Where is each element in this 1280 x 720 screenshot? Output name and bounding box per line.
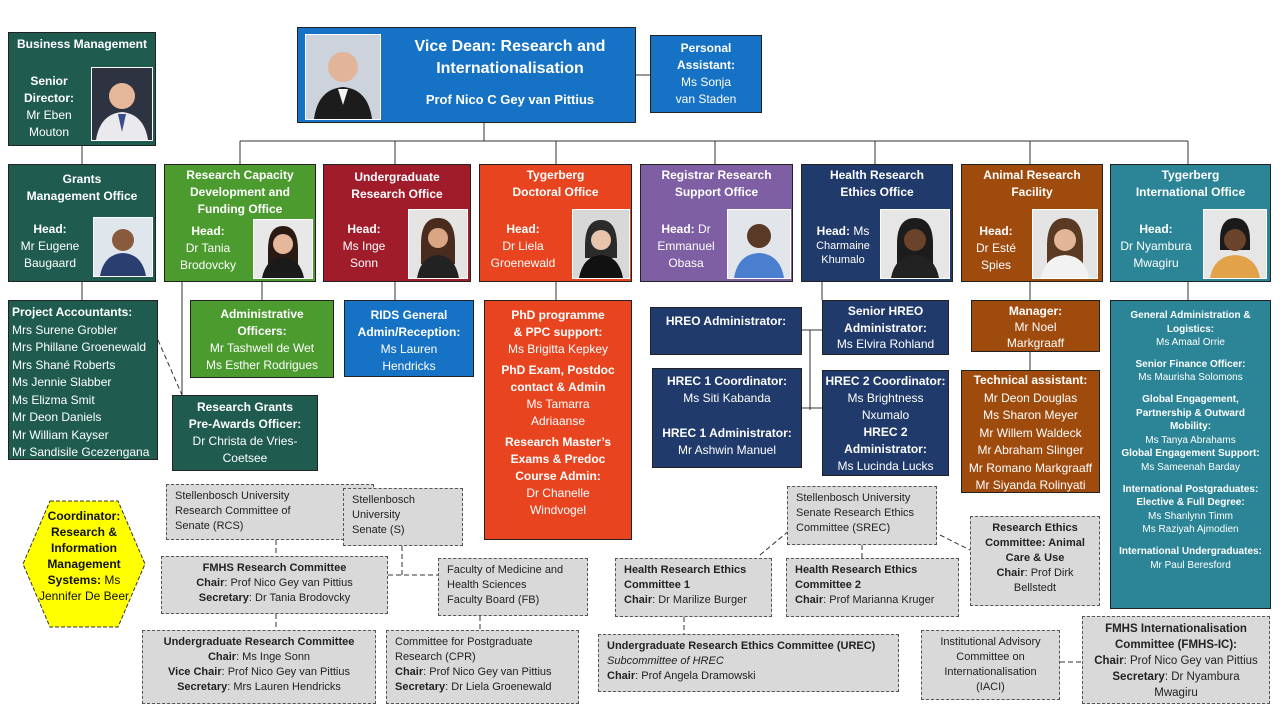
srec-committee-box: Stellenbosch University Senate Research … <box>787 486 937 545</box>
technical-assistant-name: Mr Willem Waldeck <box>979 425 1082 440</box>
technical-assistant-name: Mr Deon Douglas <box>983 390 1078 405</box>
technical-assistant-name: Mr Abraham Slinger <box>977 443 1084 457</box>
uro-head-photo <box>408 209 468 279</box>
vice-dean-box: Vice Dean: Research and Internationalisa… <box>297 27 636 123</box>
business-management-box: Business Management Senior Director: Mr … <box>8 32 156 146</box>
fmhs-ic-committee-box: FMHS Internationalisation Committee (FMH… <box>1082 616 1270 704</box>
tygerberg-doctoral-office-box: Tygerberg Doctoral Office Head: Dr Liela… <box>479 164 632 282</box>
tio-head-photo <box>1203 209 1267 279</box>
research-capacity-office-box: Research Capacity Development and Fundin… <box>164 164 316 282</box>
vice-dean-photo <box>305 34 381 120</box>
administrative-officers-box: Administrative Officers: Mr Tashwell de … <box>190 300 334 378</box>
fmhs-research-committee-box: FMHS Research Committee Chair: Prof Nico… <box>161 556 388 614</box>
technical-assistant-name: Mr Romano Markgraaff <box>968 460 1093 475</box>
tygerberg-international-office-box: Tygerberg International Office Head: Dr … <box>1110 164 1271 282</box>
dashed-link <box>157 339 183 396</box>
project-accountant-name: Mr William Kayser <box>12 427 109 442</box>
grants-management-office-box: Grants Management Office Head: Mr Eugene… <box>8 164 156 282</box>
hrec1-committee-box: Health Research Ethics Committee 1 Chair… <box>615 558 772 617</box>
project-accountant-name: Mrs Phillane Groenewald <box>12 340 147 354</box>
personal-assistant-box: Personal Assistant: Ms Sonja van Staden <box>650 35 762 113</box>
undergraduate-research-office-box: Undergraduate Research Office Head: Ms I… <box>323 164 471 282</box>
coordinator-hexagon: Coordinator: Research & Information Mana… <box>22 500 146 628</box>
grants-head-photo <box>93 217 153 277</box>
animal-research-facility-box: Animal Research Facility Head: Dr Esté S… <box>961 164 1103 282</box>
rso-head-photo <box>727 209 791 279</box>
project-accountant-name: Mr Sandisile Gcezengana <box>12 445 150 459</box>
tdo-head-photo <box>572 209 630 279</box>
arf-manager-box: Manager: Mr Noel Markgraaff <box>971 300 1100 352</box>
cpr-committee-box: Committee for Postgraduate Research (CPR… <box>386 630 579 704</box>
rcdf-head-photo <box>253 219 313 279</box>
undergraduate-research-committee-box: Undergraduate Research Committee Chair: … <box>142 630 376 704</box>
rcs-committee-box: Stellenbosch University Research Committ… <box>166 484 374 540</box>
hrec2-staff-box: HREC 2 Coordinator: Ms Brightness Nxumal… <box>822 370 949 476</box>
senate-box: Stellenbosch University Senate (S) <box>343 488 463 546</box>
project-accountant-name: Mrs Shané Roberts <box>12 357 116 372</box>
tio-staff-box: General Administration & Logistics: Ms A… <box>1110 300 1271 609</box>
project-accountant-name: Ms Elizma Smit <box>12 392 95 407</box>
technical-assistant-name: Ms Sharon Meyer <box>983 408 1078 422</box>
business-director-photo <box>91 67 153 141</box>
phd-support-box: PhD programme & PPC support: Ms Brigitta… <box>484 300 632 540</box>
vice-dean-name: Prof Nico C Gey van Pittius <box>425 92 595 107</box>
senior-hreo-administrator-box: Senior HREO Administrator: Ms Elvira Roh… <box>822 300 949 355</box>
vice-dean-title: Vice Dean: Research and <box>414 38 606 55</box>
project-accountant-name: Mrs Surene Grobler <box>12 322 118 337</box>
iaci-committee-box: Institutional Advisory Committee on Inte… <box>921 630 1060 700</box>
arf-head-photo <box>1032 209 1098 279</box>
hreo-head-photo <box>880 209 950 279</box>
hrec1-staff-box: HREC 1 Coordinator: Ms Siti Kabanda HREC… <box>652 368 802 468</box>
grants-pre-awards-box: Research Grants Pre-Awards Officer: Dr C… <box>172 395 318 471</box>
health-research-ethics-office-box: Health Research Ethics Office Head: Ms C… <box>801 164 953 282</box>
hreo-administrator-box: HREO Administrator: <box>650 307 802 355</box>
animal-ethics-committee-box: Research Ethics Committee: Animal Care &… <box>970 516 1100 606</box>
registrar-research-support-office-box: Registrar Research Support Office Head: … <box>640 164 793 282</box>
technical-assistant-name: Mr Siyanda Rolinyati <box>975 478 1086 492</box>
faculty-board-box: Faculty of Medicine and Health Sciences … <box>438 558 588 616</box>
hrec2-committee-box: Health Research Ethics Committee 2 Chair… <box>786 558 959 617</box>
rids-admin-box: RIDS General Admin/Reception: Ms Lauren … <box>344 300 474 377</box>
urec-committee-box: Undergraduate Research Ethics Committee … <box>598 634 899 692</box>
project-accountant-name: Ms Jennie Slabber <box>12 375 112 389</box>
project-accountant-name: Mr Deon Daniels <box>12 410 102 424</box>
